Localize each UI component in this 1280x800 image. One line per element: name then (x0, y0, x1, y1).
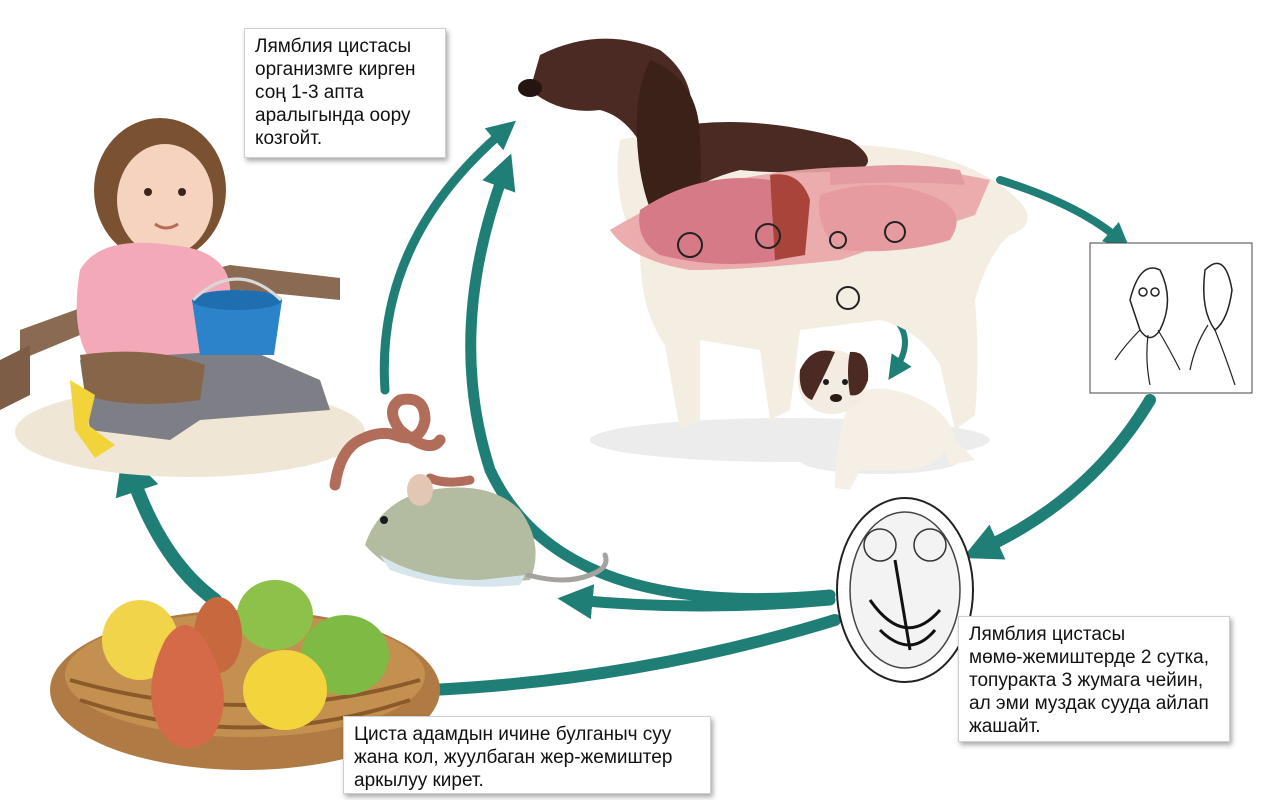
callout-line: Циста адамдын ичине булганыч суу (354, 724, 672, 745)
callout-line: Лямблия цистасы (255, 36, 412, 57)
arrow-trophozoite-to-cyst (962, 394, 1156, 560)
fruit-basket-illustration (50, 580, 440, 770)
cycle-arrows (115, 120, 1156, 696)
cyst-drawing (836, 497, 974, 683)
callout-line: жана кол, жуулбаган жер-жемиштер (354, 747, 673, 768)
callout-line: Лямблия цистасы (969, 624, 1126, 645)
arrow-basket-to-child (115, 448, 222, 607)
child-illustration (0, 118, 365, 477)
trophozoite-drawing (1089, 242, 1253, 394)
arrow-cyst-to-dog (465, 153, 836, 605)
callout-line: аркылуу кирет. (354, 770, 484, 791)
callout-cyst-survival: Лямблия цистасы мөмө-жемиштерде 2 сутка,… (958, 616, 1230, 742)
callout-line: соң 1-3 апта (255, 82, 364, 103)
worm-illustration (329, 393, 475, 491)
dog-illustration (518, 38, 1028, 462)
callout-line: мөмө-жемиштерде 2 сутка, (969, 647, 1210, 668)
callout-line: козгойт. (255, 128, 323, 149)
callout-line: аралыгында оору (255, 105, 411, 126)
callout-infection-period: Лямблия цистасы организмге кирген соң 1-… (244, 28, 446, 158)
callout-line: топуракта 3 жумага чейин, (969, 670, 1204, 691)
arrow-worm-to-dog (379, 120, 516, 395)
puppy-illustration (798, 350, 975, 490)
arrow-cyst-to-basket (424, 614, 841, 696)
arrow-dog-to-trophozoite (996, 176, 1130, 249)
callout-line: ал эми муздак сууда айлап (969, 693, 1209, 714)
callout-line: жашайт. (969, 716, 1041, 737)
callout-line: организмге кирген (255, 59, 416, 80)
callout-transmission: Циста адамдын ичине булганыч суу жана ко… (343, 716, 711, 794)
mouse-illustration (365, 474, 609, 587)
